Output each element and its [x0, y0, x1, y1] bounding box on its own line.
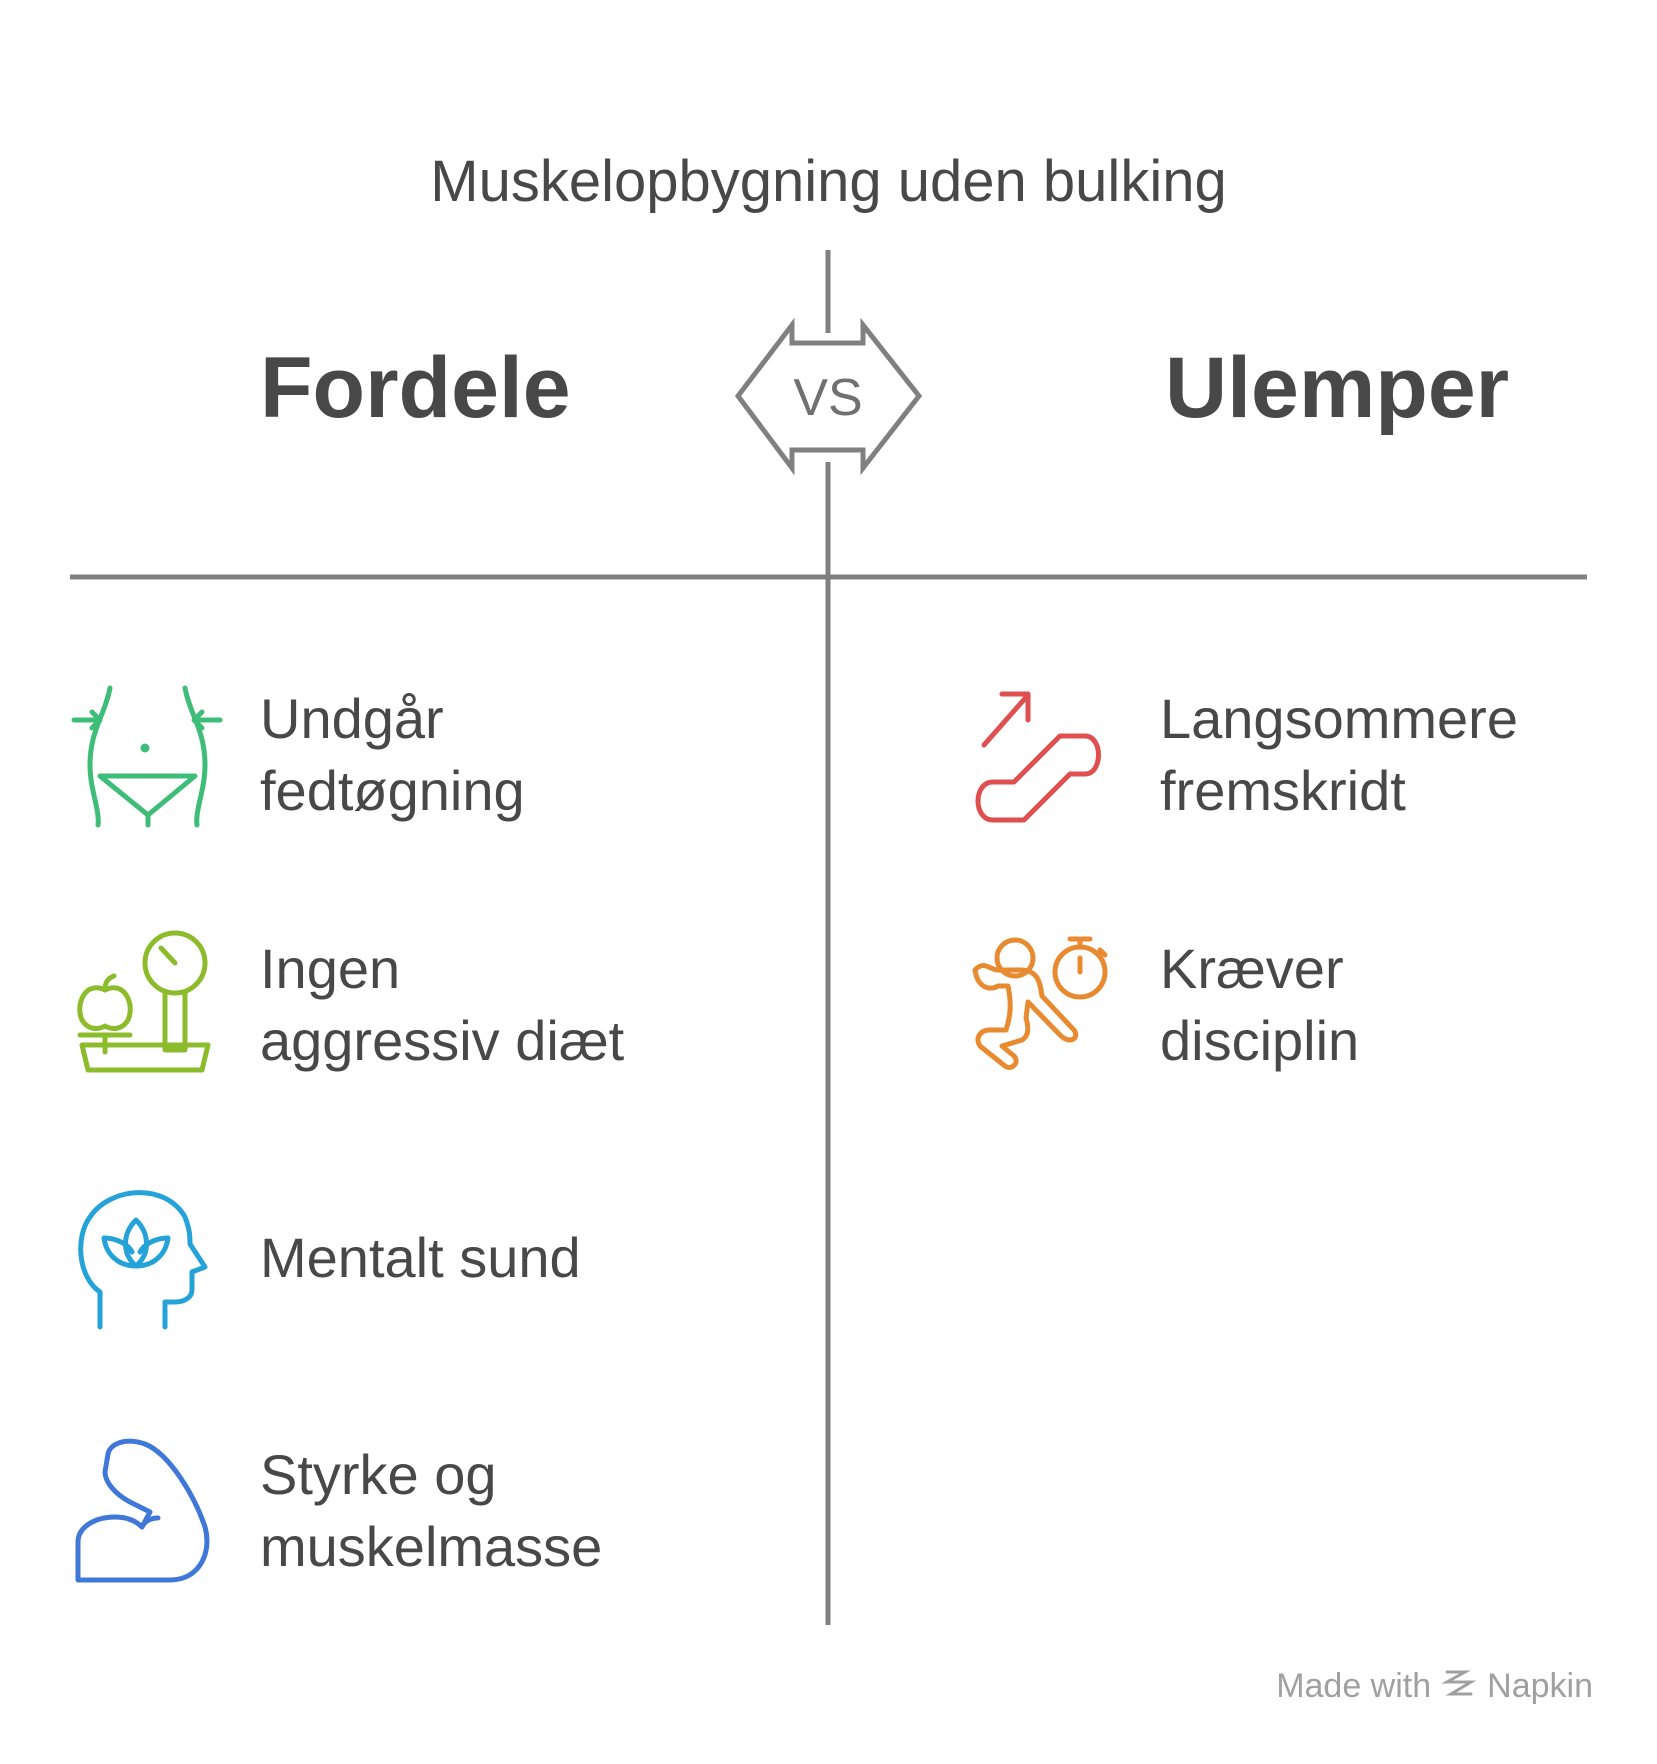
pro-item-1-text: Undgår fedtøgning: [260, 687, 525, 822]
con-item-1-text: Langsommere fremskridt: [1160, 687, 1518, 822]
flexed-bicep-icon: [70, 1432, 220, 1583]
made-with-napkin[interactable]: Made with Napkin: [1276, 1664, 1593, 1709]
pros-heading: Fordele: [260, 340, 571, 436]
napkin-brand-label: Napkin: [1487, 1667, 1593, 1705]
pro-item-4-text: Styrke og muskelmasse: [260, 1443, 603, 1578]
pro-item-2-text: Ingen aggressiv diæt: [260, 937, 625, 1072]
vs-label: VS: [793, 369, 863, 427]
vs-badge-outline: [734, 317, 923, 476]
napkin-logo-icon: [1441, 1664, 1477, 1709]
scale-apple-icon: [70, 930, 220, 1080]
pro-item-3-text: Mentalt sund: [260, 1226, 581, 1289]
runner-stopwatch-icon: [970, 930, 1120, 1080]
diagram-title: Muskelopbygning uden bulking: [430, 149, 1227, 214]
escalator-icon: [970, 680, 1120, 830]
waist-shrink-icon: [70, 680, 223, 830]
cons-heading: Ulemper: [1165, 340, 1510, 436]
con-item-2-text: Kræver disciplin: [1160, 937, 1360, 1072]
lotus-head-icon: [70, 1182, 220, 1332]
made-with-label: Made with: [1276, 1667, 1432, 1705]
